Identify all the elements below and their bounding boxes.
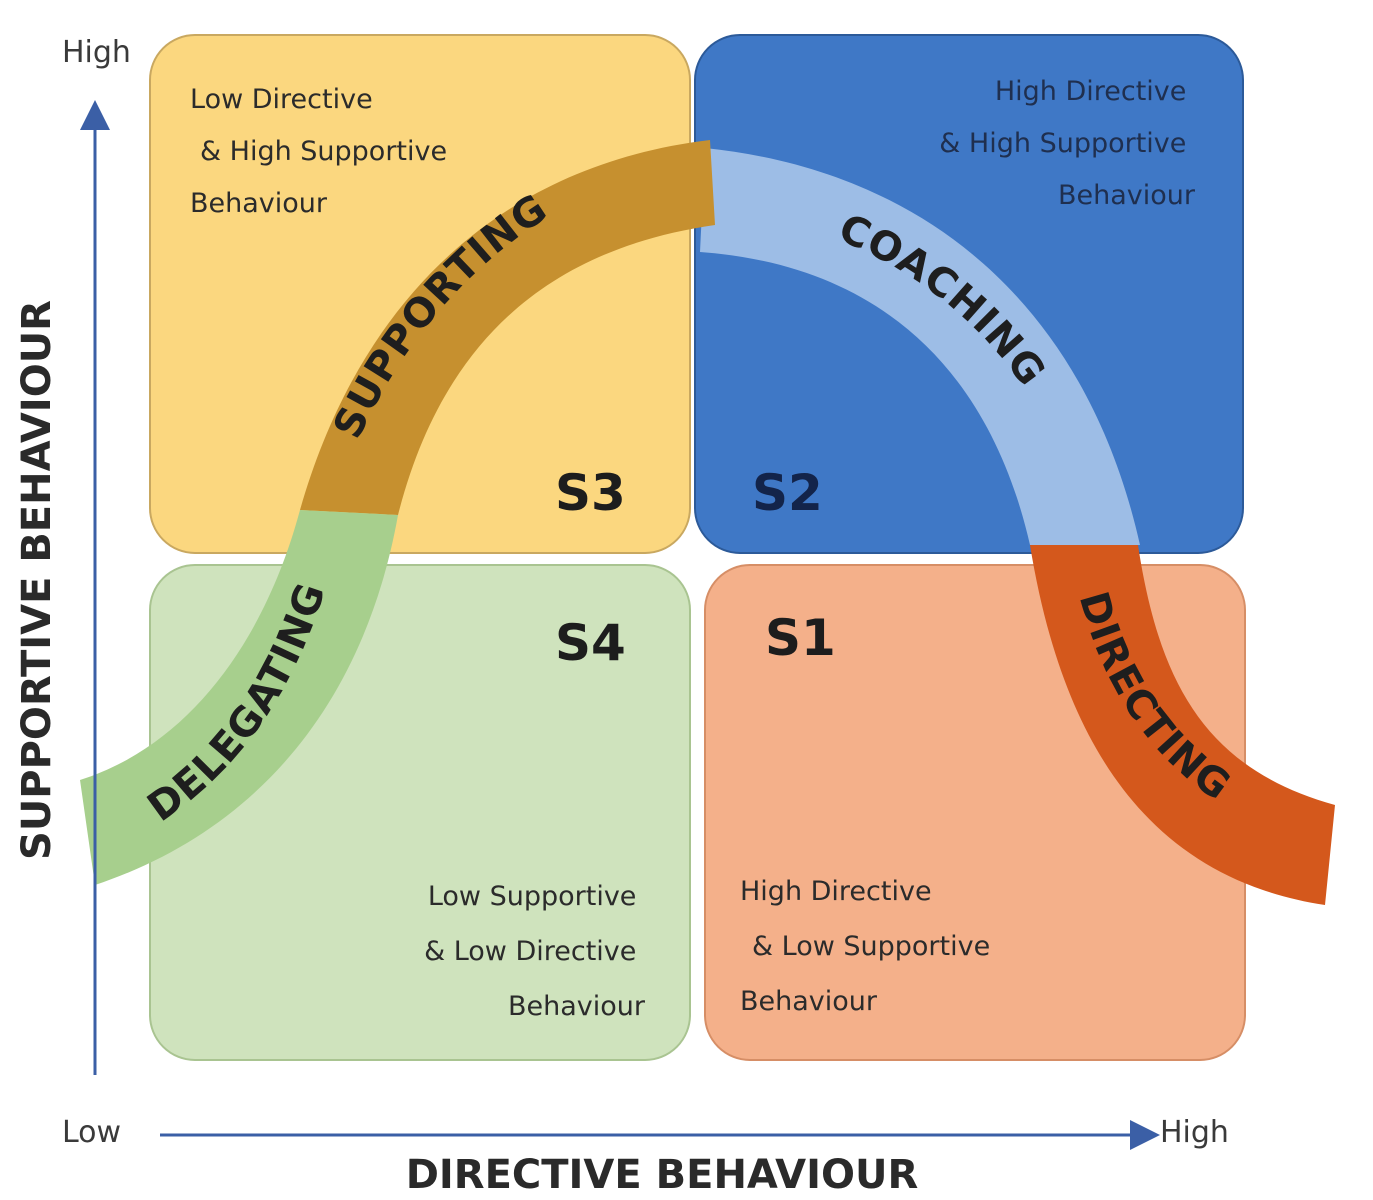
s4-description: Low Supportive & Low Directive Behaviour [424, 881, 646, 1022]
s4-desc-line-1: Low Supportive [428, 881, 637, 912]
s3-label: S3 [555, 464, 626, 522]
y-axis-high-label: High [62, 35, 131, 70]
s3-desc-line-3: Behaviour [190, 188, 328, 219]
s1-label: S1 [765, 609, 836, 667]
s3-desc-line-1: Low Directive [190, 84, 373, 115]
s4-label: S4 [555, 614, 626, 672]
s2-desc-line-1: High Directive [995, 76, 1187, 107]
s1-desc-line-2: & Low Supportive [752, 931, 990, 962]
s1-description: High Directive & Low Supportive Behaviou… [740, 876, 999, 1017]
s2-description: High Directive & High Supportive Behavio… [939, 76, 1196, 211]
y-axis-title: SUPPORTIVE BEHAVIOUR [14, 300, 60, 860]
x-axis-title: DIRECTIVE BEHAVIOUR [406, 1152, 919, 1198]
s1-desc-line-3: Behaviour [740, 986, 878, 1017]
directing-band [1030, 545, 1335, 905]
s2-label: S2 [752, 464, 823, 522]
s3-description: Low Directive & High Supportive Behaviou… [190, 84, 456, 219]
x-axis-low-label: Low [62, 1115, 121, 1150]
s4-desc-line-3: Behaviour [508, 991, 646, 1022]
s4-desc-line-2: & Low Directive [424, 936, 636, 967]
s2-desc-line-2: & High Supportive [939, 128, 1186, 159]
s1-desc-line-1: High Directive [740, 876, 932, 907]
delegating-band [80, 510, 398, 885]
s2-desc-line-3: Behaviour [1058, 180, 1196, 211]
coaching-band [700, 148, 1140, 545]
supporting-band [300, 140, 715, 515]
s3-desc-line-2: & High Supportive [200, 136, 447, 167]
x-axis-high-label: High [1160, 1115, 1229, 1150]
